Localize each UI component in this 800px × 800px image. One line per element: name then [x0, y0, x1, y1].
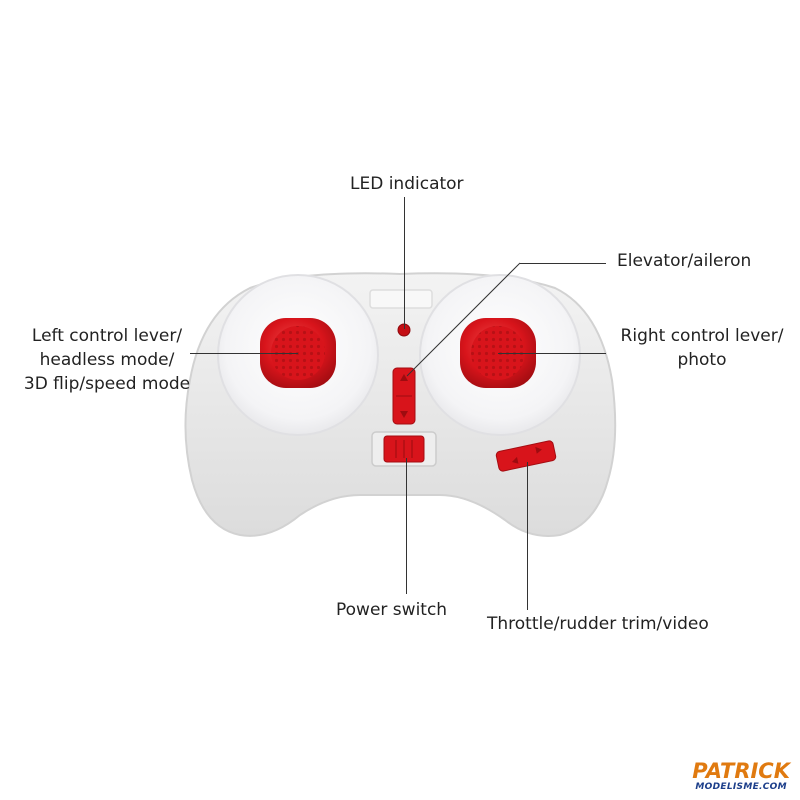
- label-left-line-2: headless mode/: [39, 350, 175, 370]
- top-slot: [369, 289, 433, 309]
- label-left-line-1: Left control lever/: [31, 326, 183, 346]
- label-elevator-aileron: Elevator/aileron: [617, 251, 752, 271]
- label-left-control-lever: Left control lever/ headless mode/ 3D fl…: [12, 324, 202, 396]
- watermark-brand: PATRICK: [692, 759, 790, 783]
- elevator-aileron-trim-switch[interactable]: [392, 367, 416, 425]
- leader-right-lever: [498, 353, 606, 354]
- left-control-stick[interactable]: [260, 318, 336, 388]
- leader-power-switch: [406, 458, 407, 594]
- watermark-logo: PATRICK MODELISME.COM: [692, 760, 790, 792]
- label-left-line-3: 3D flip/speed mode: [23, 374, 191, 394]
- power-switch[interactable]: [371, 431, 437, 467]
- label-right-line-2: photo: [677, 350, 727, 370]
- label-led-indicator: LED indicator: [350, 174, 464, 194]
- leader-throttle-trim: [527, 462, 528, 610]
- leader-left-lever: [190, 353, 298, 354]
- label-right-line-1: Right control lever/: [620, 326, 784, 346]
- label-power-switch: Power switch: [336, 600, 448, 620]
- leader-led: [404, 197, 405, 329]
- label-right-control-lever: Right control lever/ photo: [608, 324, 796, 372]
- throttle-rudder-trim-switch[interactable]: [495, 440, 557, 472]
- label-throttle-rudder-trim: Throttle/rudder trim/video: [487, 614, 709, 634]
- watermark-site: MODELISME.COM: [695, 782, 787, 792]
- leader-elevator-horizontal: [520, 263, 606, 264]
